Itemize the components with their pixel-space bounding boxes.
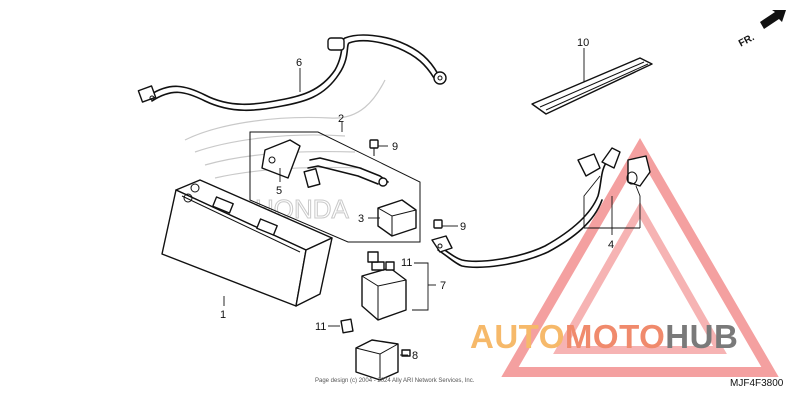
fuse-cover-8 [355,339,411,381]
battery-1 [161,179,333,307]
bracket-assembly-2 [249,131,421,243]
cable-6 [137,34,447,112]
cable-4 [431,147,651,269]
leader-lines [223,48,641,356]
callout-4: 4 [608,239,614,251]
brand-moto: MOTO [564,318,666,355]
callout-9-lower: 9 [460,221,466,233]
callout-10: 10 [577,37,589,49]
watermark-triangle [501,138,779,377]
front-direction-label: FR. [737,32,757,49]
watermark-brand: AUTOMOTOHUB [470,318,738,356]
callout-9-upper: 9 [392,141,398,153]
callout-8: 8 [412,350,418,362]
strap-10 [531,57,653,115]
callout-11-upper: 11 [401,257,412,269]
callout-7: 7 [440,280,446,292]
fuse-11 [340,318,354,334]
callout-5: 5 [276,185,282,197]
copyright-notice: Page design (c) 2004 - 2024 Ally ARI Net… [315,378,475,384]
callout-11-lower: 11 [315,321,326,333]
front-direction-arrow: FR. [737,10,786,49]
callout-6: 6 [296,57,302,69]
part-code: MJF4F3800 [730,378,784,389]
cover-3 [377,199,417,237]
callout-1: 1 [220,309,226,321]
callout-2: 2 [338,113,344,125]
brand-auto: AUTO [470,318,565,355]
brand-hub: HUB [665,318,739,355]
callout-3: 3 [358,213,364,225]
relay-7 [361,251,407,321]
